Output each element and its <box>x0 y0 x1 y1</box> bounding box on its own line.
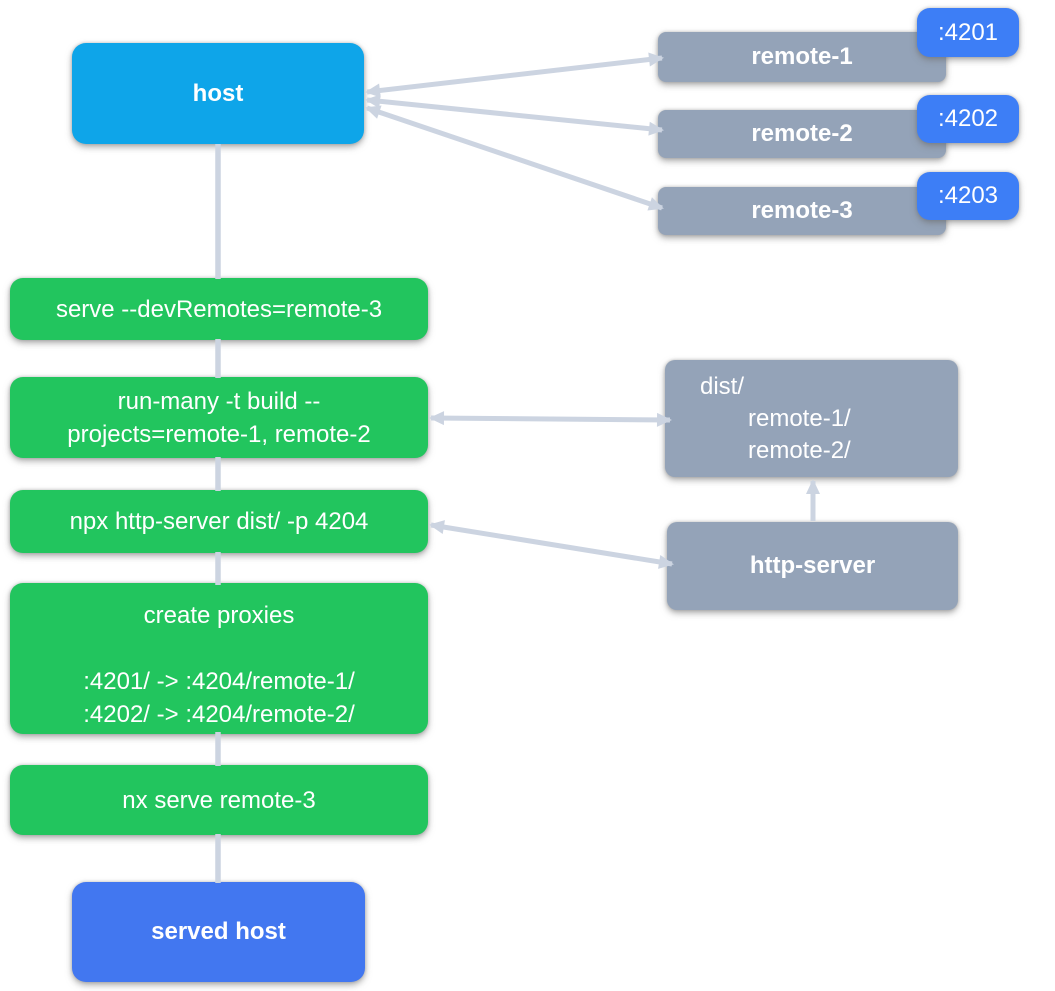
command-nxserve-label: nx serve remote-3 <box>122 786 316 814</box>
port-badge-4201: :4201 <box>917 8 1019 57</box>
remote-3-node: remote-3 <box>658 187 946 235</box>
port-4202-label: :4202 <box>937 105 999 132</box>
proxy-mapping-2: :4202/ -> :4204/remote-2/ <box>83 701 355 728</box>
remote-3-label: remote-3 <box>751 197 853 224</box>
remote-2-node: remote-2 <box>658 110 946 158</box>
command-httpserver-box: npx http-server dist/ -p 4204 <box>10 490 428 553</box>
dist-title: dist/ <box>700 372 745 400</box>
served-host-label: served host <box>151 918 286 945</box>
command-runmany-label: run-many -t build -- projects=remote-1, … <box>67 387 371 448</box>
dist-entry-remote-2: remote-2/ <box>748 436 851 464</box>
command-serve-box: serve --devRemotes=remote-3 <box>10 278 428 340</box>
port-4201-label: :4201 <box>937 18 999 46</box>
command-serve-label: serve --devRemotes=remote-3 <box>55 295 383 323</box>
port-badge-4202: :4202 <box>917 95 1019 143</box>
http-server-node: http-server <box>667 522 958 610</box>
http-server-label: http-server <box>749 552 876 579</box>
remote-2-label: remote-2 <box>751 120 853 147</box>
arrow-runmany-dist <box>429 411 672 427</box>
arrow-host-remote-1 <box>365 52 664 98</box>
proxy-mapping-1: :4201/ -> :4204/remote-1/ <box>83 668 355 695</box>
dist-folder-node: dist/ remote-1/ remote-2/ <box>665 360 958 477</box>
remote-1-node: remote-1 <box>658 32 946 82</box>
host-node: host <box>72 43 364 144</box>
command-runmany-box: run-many -t build -- projects=remote-1, … <box>10 377 428 458</box>
dist-entry-remote-1: remote-1/ <box>748 404 851 432</box>
command-proxies-box: create proxies :4201/ -> :4204/remote-1/… <box>10 583 428 734</box>
proxies-title: create proxies <box>143 602 295 629</box>
command-nxserve-box: nx serve remote-3 <box>10 765 428 835</box>
command-httpserver-label: npx http-server dist/ -p 4204 <box>69 508 369 535</box>
port-badge-4203: :4203 <box>917 172 1019 220</box>
arrow-host-remote-2 <box>365 94 664 136</box>
host-label: host <box>192 79 244 107</box>
served-host-node: served host <box>72 882 365 982</box>
port-4203-label: :4203 <box>937 182 999 209</box>
arrow-npx-httpserver <box>429 520 674 569</box>
arrow-host-remote-3 <box>365 105 664 211</box>
remote-1-label: remote-1 <box>751 43 853 70</box>
